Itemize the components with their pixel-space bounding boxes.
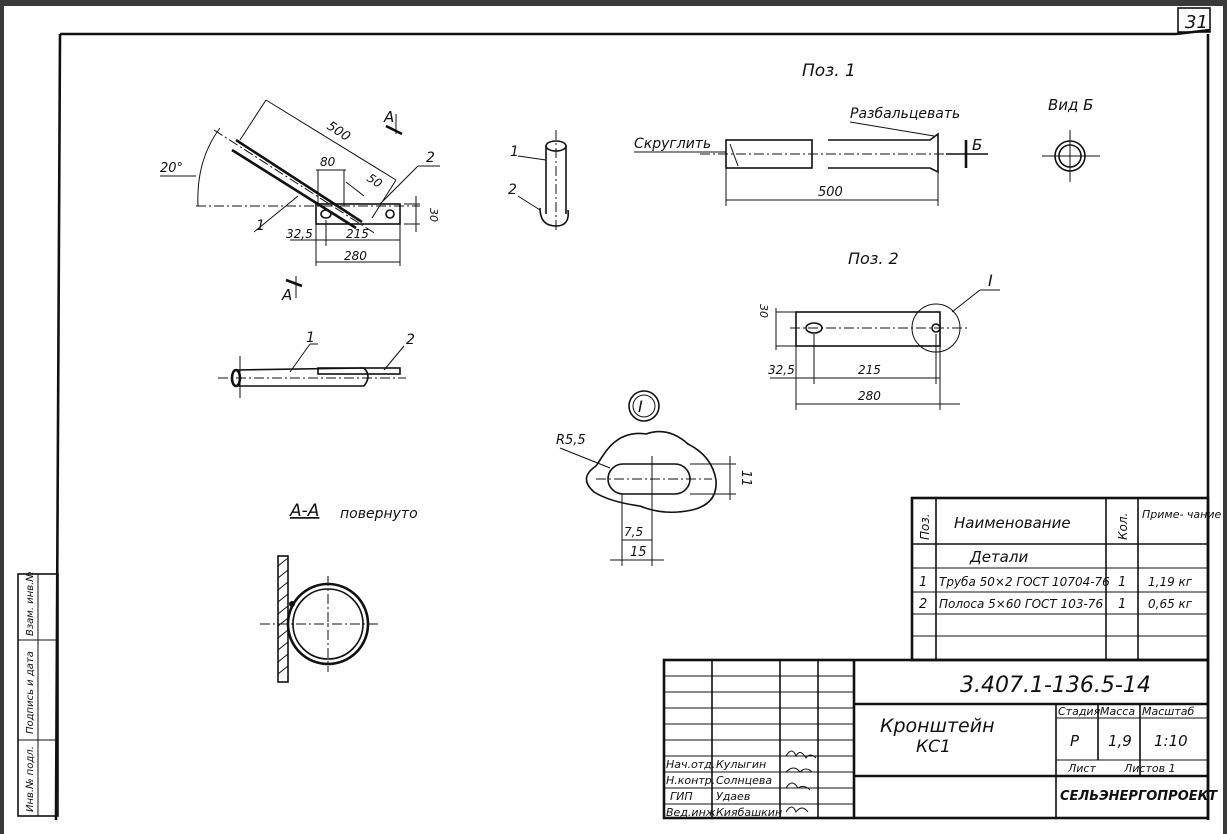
signer-role-1: Нач.отд. [666,758,715,771]
pipe-view-pos-1: 1 [306,330,315,346]
part-name: Кронштейн [880,715,995,737]
spec-header-pos: Поз. [918,513,932,540]
side-view-pos-2: 2 [508,182,517,198]
stage-value: Р [1070,732,1080,750]
stage-header: Стадия [1058,705,1101,718]
mass-header: Масса [1100,705,1135,718]
spec-header-note: Приме- чание [1142,508,1222,521]
spec-row-2-note: 0,65 кг [1148,597,1193,611]
pipe-view-pos-2: 2 [406,332,415,348]
scale-header: Масштаб [1142,705,1194,718]
signatures [785,750,817,814]
detail-i-radius: R5,5 [556,433,586,448]
scale-value: 1:10 [1154,732,1188,750]
pos1-length: 500 [818,185,843,200]
signer-role-2: Н.контр. [666,774,715,787]
side-view [517,130,570,232]
pos2-detail-mark: I [988,271,993,290]
pos2-dim-280: 280 [858,389,881,403]
signer-role-3: ГИП [670,790,693,803]
section-aa-note: повернуто [340,506,418,522]
assembly-angle: 20° [160,161,183,176]
detail-i-dim-15: 15 [630,545,647,560]
section-aa-title: А-А [289,501,319,521]
doc-code: 3.407.1-136.5-14 [960,673,1151,698]
organization: СЕЛЬЭНЕРГОПРОЕКТ [1060,789,1218,804]
spec-row-1-note: 1,19 кг [1148,575,1193,589]
signer-name-2: Солнцева [716,774,772,787]
detail-i-dim-11: 11 [738,470,753,487]
pipe-view [218,343,406,398]
side-stamp: Инв.№ подл. Подпись и дата Взам. инв.№ [17,571,59,817]
mass-value: 1,9 [1108,732,1132,750]
view-b-title: Вид Б [1048,96,1093,114]
assembly-view [160,99,440,298]
spec-header-qty: Кол. [1116,513,1130,540]
pos1-drawing [634,121,988,206]
spec-row-1-pos: 1 [919,575,927,590]
assembly-pos-2: 2 [426,150,435,166]
spec-row-1-name: Труба 50×2 ГОСТ 10704-76 [939,575,1110,589]
assembly-dim-80: 80 [320,155,336,169]
pos1-round-label: Скруглить [634,136,711,152]
section-aa-drawing [260,555,380,683]
pos2-title: Поз. 2 [848,249,899,268]
spec-row-2-qty: 1 [1118,597,1126,612]
stamp-replaced-inv: Взам. инв.№ [25,571,36,636]
detail-i-dim-7-5: 7,5 [624,525,643,539]
sheet-label: Лист [1067,762,1096,775]
assembly-dim-30: 30 [427,208,440,222]
stamp-inv-no: Инв.№ подл. [25,746,36,812]
detail-i-drawing [559,390,736,566]
pos2-dim-215: 215 [858,363,881,377]
assembly-dim-32-5: 32,5 [286,227,313,241]
assembly-pos-1: 1 [256,218,265,234]
stamp-signature-date: Подпись и дата [25,651,36,734]
spec-header-name: Наименование [954,514,1071,532]
spec-row-2-name: Полоса 5×60 ГОСТ 103-76 [939,597,1103,611]
spec-row-2-pos: 2 [919,597,927,612]
detail-i-mark: I [638,397,643,416]
pos2-dim-32-5: 32,5 [768,363,795,377]
view-b-drawing [1042,130,1100,182]
pos2-drawing [770,289,1000,410]
signer-role-4: Вед.инж. [666,806,719,819]
signer-name-3: Удаев [716,790,750,803]
pos1-title: Поз. 1 [802,61,856,81]
assembly-dim-215: 215 [346,227,369,241]
side-view-pos-1: 1 [510,144,519,160]
spec-row-1-qty: 1 [1118,575,1126,590]
pos1-flare-label: Разбальцевать [850,106,960,122]
section-mark-top: А [383,108,394,126]
section-mark-bottom: А [281,286,292,304]
assembly-dim-280: 280 [344,249,367,263]
signer-name-4: Киябашкин [716,806,782,819]
part-code: КС1 [916,737,951,757]
sheet-number: 31 [1185,12,1208,33]
pos1-arrow-label: Б [972,136,982,154]
spec-section-title: Детали [969,548,1028,566]
sheets-label: Листов 1 [1123,762,1176,775]
signer-name-1: Кулыгин [716,758,766,771]
pos2-dim-30: 30 [757,304,770,318]
title-block [662,658,1210,820]
